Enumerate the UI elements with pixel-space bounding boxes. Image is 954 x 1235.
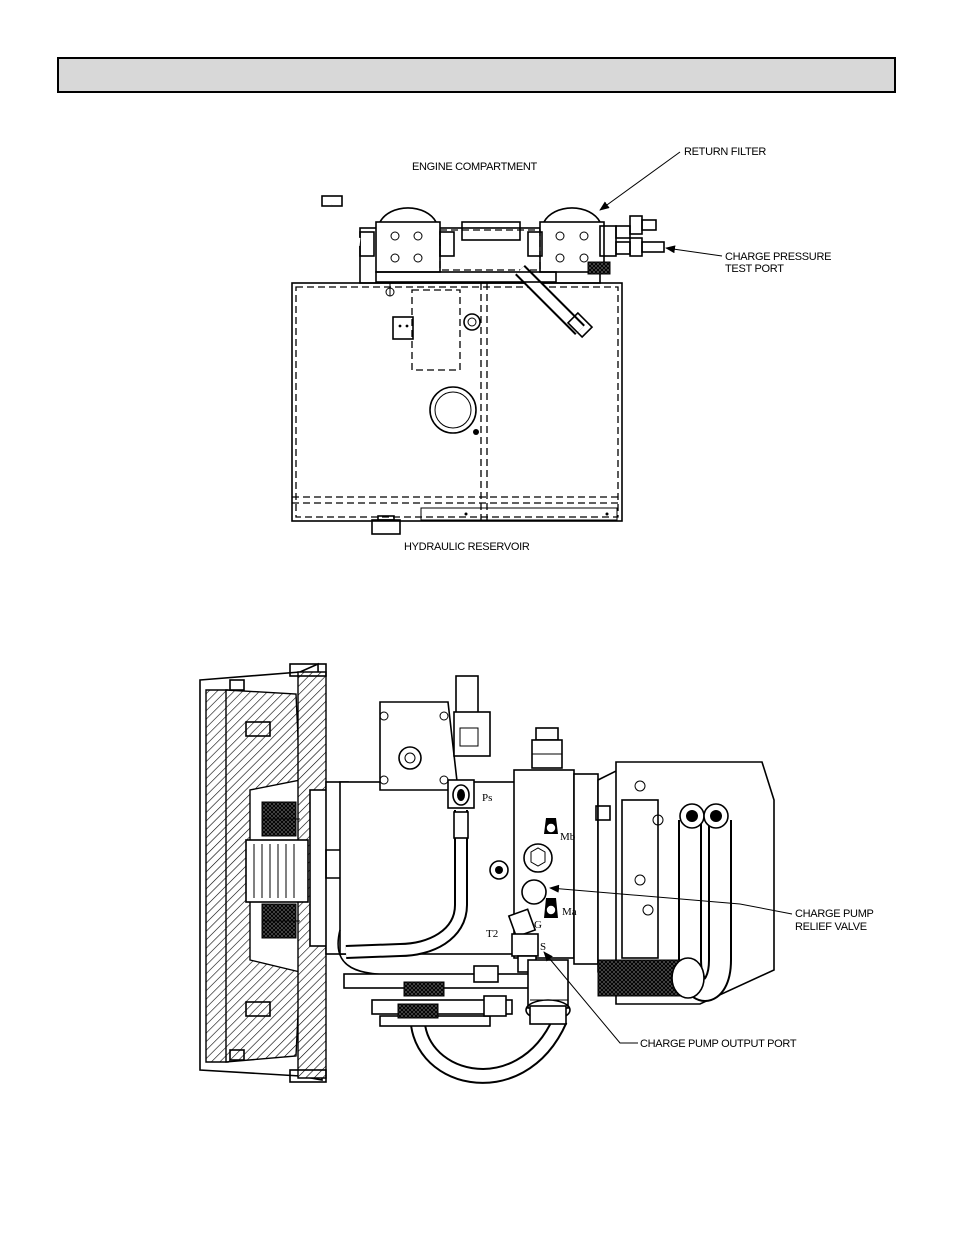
reservoir-diagram: ENGINE COMPARTMENT RETURN FILTER CHARGE … xyxy=(291,146,831,553)
pump-diagram: Ps Mb Ma G T2 S CHARGE PUMP RELIEF VALVE… xyxy=(199,662,874,1084)
charge-pressure-test-port xyxy=(641,241,665,253)
header-bar xyxy=(57,57,896,93)
pump-shaft xyxy=(245,839,309,903)
charge-pump-output-port xyxy=(511,933,539,957)
leader-charge-pressure xyxy=(665,245,723,257)
fill-cap xyxy=(429,386,477,434)
port-label-g: G xyxy=(534,919,542,931)
label-charge-pressure-line2: TEST PORT xyxy=(725,263,784,275)
label-engine-compartment: ENGINE COMPARTMENT xyxy=(412,161,538,173)
return-filter xyxy=(543,207,601,223)
label-charge-pressure-line1: CHARGE PRESSURE xyxy=(725,251,831,263)
leader-relief-valve xyxy=(549,884,793,915)
port-label-t2: T2 xyxy=(486,928,498,940)
port-label-s: S xyxy=(540,941,546,953)
flywheel-housing xyxy=(205,689,229,1063)
leader-return-filter xyxy=(599,151,681,211)
label-relief-line1: CHARGE PUMP xyxy=(795,908,874,920)
label-return-filter: RETURN FILTER xyxy=(684,146,766,158)
port-label-mb: Mb xyxy=(560,831,576,843)
label-output-port: CHARGE PUMP OUTPUT PORT xyxy=(640,1038,797,1050)
label-hydraulic-reservoir: HYDRAULIC RESERVOIR xyxy=(404,541,530,553)
port-label-ps: Ps xyxy=(482,792,492,804)
label-relief-line2: RELIEF VALVE xyxy=(795,921,867,933)
leader-output-port xyxy=(543,951,638,1044)
charge-pump-relief-valve xyxy=(521,879,547,905)
port-label-ma: Ma xyxy=(562,906,577,918)
